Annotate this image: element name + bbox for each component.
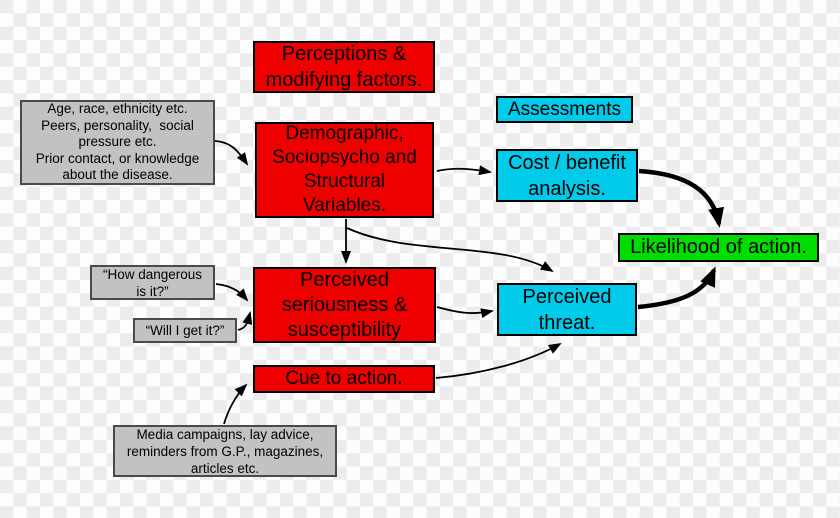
note-will-i-get-it: “Will I get it?” [133, 318, 237, 343]
note-how-dangerous-is-it: “How dangerous is it?” [90, 265, 215, 300]
arrow-agerace-to-demographic [212, 140, 249, 166]
node-likelihood-of-action: Likelihood of action. [618, 233, 819, 262]
arrow-cue-to-threat [435, 343, 562, 379]
arrow-costbenefit-to-likelihood [638, 168, 724, 228]
node-perceived-threat: Perceived threat. [497, 283, 637, 336]
arrow-willigetit-to-seriousness [237, 311, 253, 331]
note-age-race-ethnicity: Age, race, ethnicity etc. Peers, persona… [20, 100, 215, 185]
arrow-seriousness-to-threat [436, 306, 494, 319]
arrow-demographic-to-threat [346, 227, 554, 273]
node-perceived-seriousness-susceptibility: Perceived seriousness & susceptibility [253, 267, 436, 343]
node-cue-to-action: Cue to action. [253, 365, 435, 393]
arrow-howdangerous-to-seriousness [215, 283, 249, 302]
arrow-media-to-cue [223, 383, 248, 425]
node-demographic-sociopsycho-structural-variables: Demographic, Sociopsycho and Structural … [255, 122, 434, 218]
node-assessments: Assessments [496, 96, 633, 123]
arrow-demographic-to-costbenefit [436, 165, 492, 176]
node-cost-benefit-analysis: Cost / benefit analysis. [496, 149, 638, 202]
note-media-campaigns: Media campaigns, lay advice, reminders f… [113, 425, 337, 477]
node-perceptions-modifying-factors: Perceptions & modifying factors. [253, 41, 435, 93]
arrow-threat-to-likelihood [637, 266, 717, 310]
